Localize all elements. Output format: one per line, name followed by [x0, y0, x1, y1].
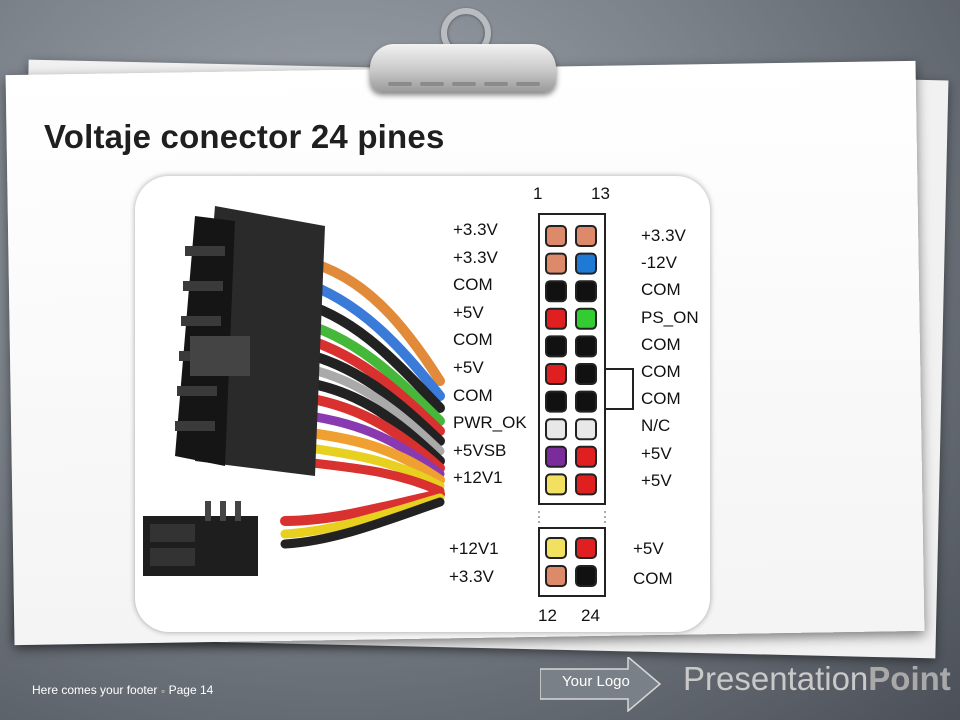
pin-left-10 — [545, 473, 567, 496]
pin-right-16 — [575, 307, 597, 330]
pin-right-17 — [575, 335, 597, 358]
clip-dash — [388, 82, 412, 86]
pin-label-right: +5V — [641, 443, 672, 463]
plug-24pin-icon — [175, 206, 325, 476]
pin-label-ext-right: COM — [633, 569, 673, 588]
pin-number-24: 24 — [581, 606, 600, 625]
pin-label-right: COM — [641, 389, 681, 409]
pin-number-1: 1 — [533, 184, 543, 203]
your-logo: Your Logo — [562, 673, 630, 690]
pin-label-left: COM — [453, 275, 493, 295]
pin-left-7 — [545, 390, 567, 413]
bullet-square-icon: ▫ — [161, 686, 165, 696]
pin-ext-right-23 — [575, 537, 597, 559]
pin-left-4 — [545, 307, 567, 330]
pin-right-18 — [575, 363, 597, 385]
pin-label-ext-left: +12V1 — [449, 539, 499, 558]
pin-label-right: COM — [641, 334, 681, 354]
pin-label-ext-right: +5V — [633, 539, 664, 558]
pin-label-left: COM — [453, 330, 493, 350]
pin-label-left: +3.3V — [453, 247, 498, 267]
pin-right-15 — [575, 280, 597, 303]
pin-label-right: -12V — [641, 253, 677, 273]
pin-right-20 — [575, 418, 597, 441]
pin-label-left: +5V — [453, 358, 484, 377]
pin-label-right: +5V — [641, 470, 672, 490]
pin-label-right: COM — [641, 280, 681, 300]
pin-number-12: 12 — [538, 606, 557, 625]
pin-label-right: N/C — [641, 416, 671, 436]
brand-light: Presentation — [683, 660, 869, 697]
brand-bold: Point — [868, 660, 951, 697]
pin-left-2 — [545, 252, 567, 275]
footer: Here comes your footer▫Page 14 — [32, 683, 213, 697]
pin-left-8 — [545, 418, 567, 441]
pin-label-left: +5V — [453, 302, 484, 322]
pin-right-13 — [575, 225, 597, 247]
logo-arrow-icon — [540, 657, 662, 712]
pin-ext-right-24 — [575, 565, 597, 587]
pin-right-19 — [575, 390, 597, 413]
pin-right-21 — [575, 445, 597, 468]
footer-text: Here comes your footer — [32, 683, 158, 697]
clip-dash — [484, 82, 508, 86]
pin-label-left: COM — [453, 385, 493, 405]
clip-dash — [452, 82, 476, 86]
pin-left-9 — [545, 445, 567, 468]
connector-diagram: 1 13 +3.3V +3.3V COM +5V COM +5V COM PWR_OK +5VS… — [135, 176, 710, 632]
pin-right-22 — [575, 473, 597, 496]
pin-label-right: +3.3V — [641, 226, 686, 245]
pin-left-6 — [545, 363, 567, 385]
pin-label-left: +3.3V — [453, 220, 498, 239]
plug-4pin-icon — [143, 501, 258, 576]
pin-left-3 — [545, 280, 567, 303]
pin-label-left: PWR_OK — [453, 413, 527, 433]
pin-number-13: 13 — [591, 184, 610, 203]
pin-ext-left-12 — [545, 565, 567, 587]
pin-label-ext-left: +3.3V — [449, 567, 494, 586]
slide-title: Voltaje conector 24 pines — [44, 118, 445, 155]
pin-label-right: COM — [641, 362, 681, 381]
page-number: Page 14 — [168, 683, 214, 697]
clip-dash — [420, 82, 444, 86]
pin-ext-left-11 — [545, 537, 567, 559]
pin-right-14 — [575, 252, 597, 275]
pin-label-left: +12V1 — [453, 468, 503, 488]
connector-photo — [143, 206, 634, 597]
pin-label-left: +5VSB — [453, 440, 507, 460]
pinout-schematic — [538, 213, 634, 597]
clip-dash — [516, 82, 540, 86]
pin-left-5 — [545, 335, 567, 358]
pin-label-right: PS_ON — [641, 307, 699, 327]
brand-logo: PresentationPoint — [683, 660, 951, 698]
pin-left-1 — [545, 225, 567, 247]
